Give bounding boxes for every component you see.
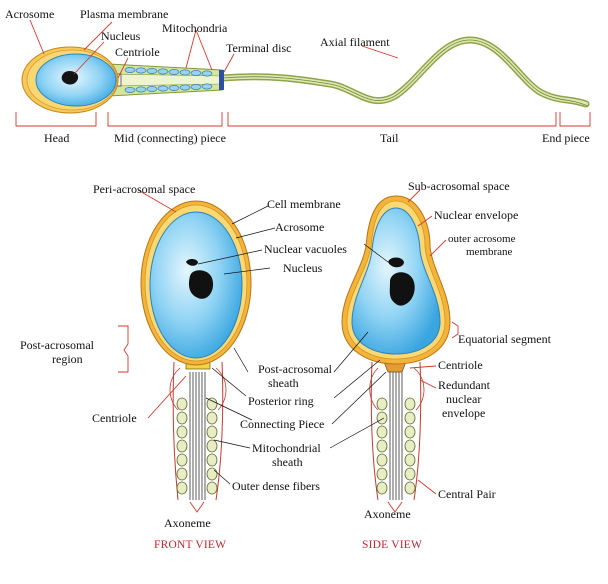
label-connecting-piece: Connecting Piece (240, 417, 324, 431)
label-axial-filament: Axial filament (320, 35, 390, 49)
front-nuclear-vacuole-dot (186, 259, 198, 266)
label-axoneme-front: Axoneme (164, 516, 211, 530)
side-view-title: SIDE VIEW (362, 539, 422, 551)
front-mito-left (176, 397, 188, 495)
mitochondria-row (124, 67, 213, 93)
side-tail (369, 361, 425, 513)
label-outer-dense-fibers: Outer dense fibers (232, 479, 320, 493)
label-mitochondria: Mitochondria (162, 21, 228, 35)
front-tail (169, 359, 227, 513)
label-acrosome-front: Acrosome (275, 220, 324, 234)
label-cell-membrane: Cell membrane (267, 197, 341, 211)
top-leaders (29, 19, 399, 79)
label-mitochondrial-sheath-1: Mitochondrial (252, 441, 321, 455)
side-mito-right (404, 397, 416, 495)
label-posterior-ring: Posterior ring (248, 394, 314, 408)
label-end-piece: End piece (542, 131, 590, 145)
label-nucleus-front: Nucleus (283, 261, 323, 275)
label-nuclear-envelope: Nuclear envelope (434, 208, 518, 222)
side-axoneme-bracket (387, 501, 403, 513)
side-labels: Sub-acrosomal space Nuclear envelope out… (362, 179, 552, 551)
label-outer-acrosome-membrane-2: membrane (466, 246, 513, 258)
side-nuclear-vacuole-dot (388, 257, 404, 268)
label-centriole-top: Centriole (115, 45, 160, 59)
label-central-pair: Central Pair (438, 487, 496, 501)
front-labels: Peri-acrosomal space Cell membrane Acros… (20, 182, 347, 551)
label-peri-acrosomal-space: Peri-acrosomal space (93, 182, 195, 196)
label-acrosome-top: Acrosome (5, 7, 54, 21)
front-view (140, 200, 252, 513)
side-dense-fibers (389, 372, 403, 500)
front-dense-fibers (189, 372, 206, 500)
label-outer-acrosome-membrane-1: outer acrosome (448, 233, 516, 245)
post-acrosomal-region-bracket (118, 325, 129, 373)
head-nucleus-spot (61, 71, 79, 85)
label-equatorial-segment: Equatorial segment (458, 332, 552, 346)
terminal-disc-shape (219, 70, 224, 90)
label-mid-piece: Mid (connecting) piece (114, 131, 226, 145)
front-leaders (137, 189, 276, 485)
side-mito-left (376, 397, 388, 495)
label-redundant-nuclear-envelope-3: envelope (442, 406, 485, 420)
label-redundant-nuclear-envelope-2: nuclear (446, 392, 481, 406)
label-plasma-membrane: Plasma membrane (80, 7, 168, 21)
side-nuclear-vacuole-large (389, 272, 415, 306)
label-head: Head (44, 131, 69, 145)
label-post-acrosomal-region-2: region (52, 352, 83, 366)
label-post-acrosomal-region-1: Post-acrosomal (20, 338, 95, 352)
label-post-acrosomal-sheath-1: Post-acrosomal (258, 362, 333, 376)
label-redundant-nuclear-envelope-1: Redundant (438, 378, 491, 392)
axial-filament-line (221, 39, 589, 107)
equatorial-segment-bracket (451, 321, 459, 339)
label-terminal-disc: Terminal disc (226, 41, 291, 55)
label-nuclear-vacuoles: Nuclear vacuoles (264, 242, 347, 256)
label-mitochondrial-sheath-2: sheath (272, 455, 303, 469)
label-sub-acrosomal-space: Sub-acrosomal space (408, 179, 510, 193)
front-mito-right (206, 397, 218, 495)
front-view-title: FRONT VIEW (154, 539, 226, 551)
top-brackets (15, 112, 591, 127)
label-centriole-front: Centriole (92, 411, 137, 425)
front-axoneme-bracket (189, 501, 205, 513)
whole-sperm (21, 36, 590, 114)
front-nuclear-vacuole-large (188, 270, 214, 299)
label-centriole-side: Centriole (438, 358, 483, 372)
top-labels: Acrosome Plasma membrane Nucleus Centrio… (5, 7, 590, 145)
side-leaders (329, 189, 447, 495)
label-tail: Tail (380, 131, 399, 145)
side-view (341, 195, 451, 513)
label-nucleus-top: Nucleus (101, 29, 141, 43)
label-post-acrosomal-sheath-2: sheath (268, 376, 299, 390)
label-axoneme-side: Axoneme (364, 507, 411, 521)
